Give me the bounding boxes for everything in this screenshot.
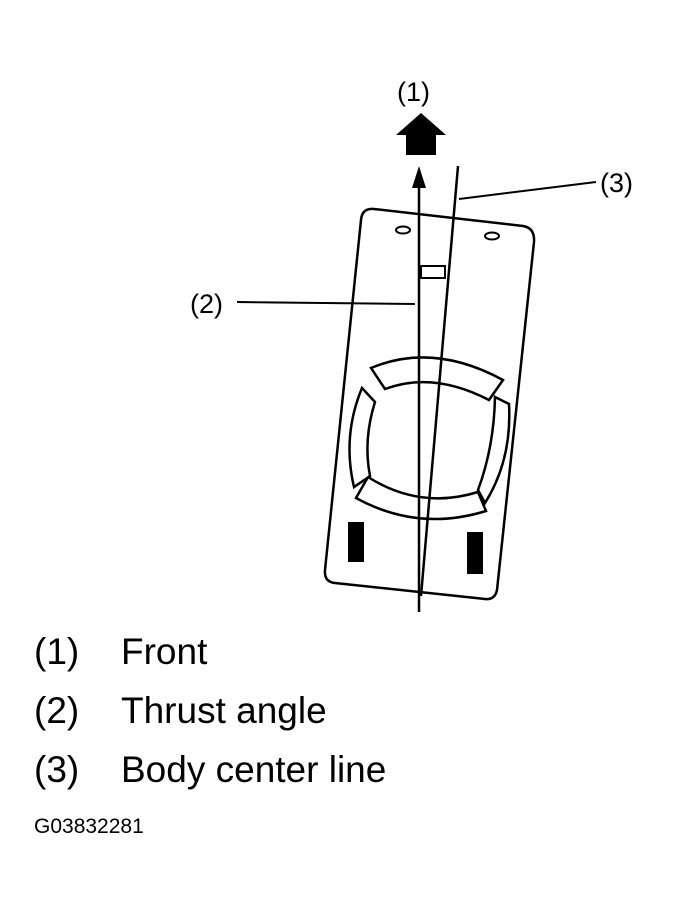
rear-right-wheel [467, 532, 483, 574]
legend-number: (3) [34, 749, 80, 790]
callout-front: (1) [397, 77, 430, 107]
legend-label: Thrust angle [121, 690, 327, 731]
rear-left-wheel [348, 522, 364, 562]
legend-number: (1) [34, 631, 80, 672]
front-arrow-icon [396, 113, 446, 155]
cabin-windows [348, 356, 511, 521]
legend-label: Body center line [121, 749, 387, 790]
hood-marker [420, 265, 446, 279]
front-left-marker [395, 225, 411, 235]
legend-label: Front [121, 631, 208, 672]
thrust-line [412, 166, 426, 612]
leader-line-body [458, 181, 597, 200]
front-right-marker [484, 231, 500, 241]
callout-body: (3) [600, 168, 633, 198]
thrust-angle-diagram: (1) (2) (3) [190, 77, 633, 612]
figure-code: G03832281 [34, 815, 144, 838]
legend-number: (2) [34, 690, 80, 731]
body-center-line [419, 165, 460, 597]
leader-line-thrust [236, 301, 416, 305]
callout-thrust: (2) [190, 289, 223, 319]
